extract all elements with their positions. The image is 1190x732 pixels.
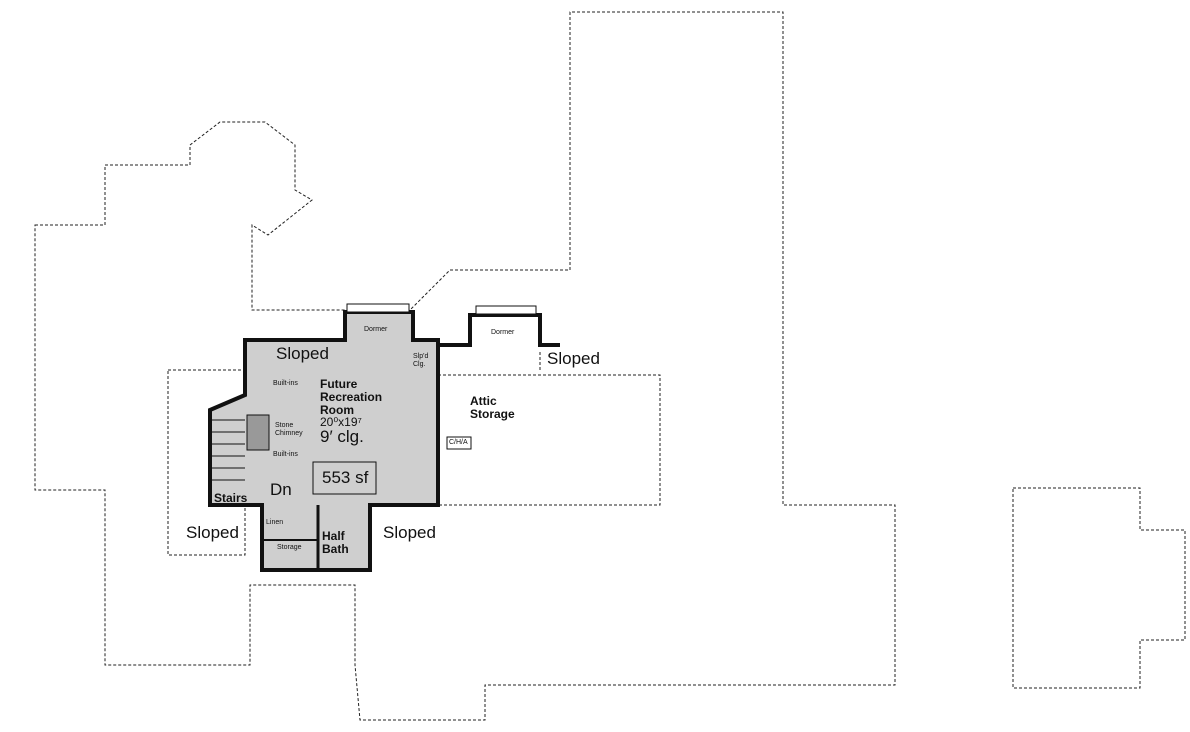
label-line: Storage: [470, 407, 515, 422]
label-line: Chimney: [275, 429, 303, 437]
area-box: [312, 461, 377, 495]
window-dormer-right: [475, 305, 537, 315]
dormer-label: Dormer: [364, 326, 388, 333]
label-line: Attic: [470, 394, 497, 408]
sloped-ceiling-label: Slp'd Clg.: [413, 353, 428, 368]
left-sloped-outline: [167, 369, 246, 556]
main-roof-outline: [34, 11, 896, 721]
chva-box: [446, 436, 472, 450]
chva-label: C/H/A: [449, 439, 468, 446]
room-name-line: Recreation: [320, 390, 383, 405]
attic-storage-label: Attic Storage: [470, 394, 515, 422]
sloped-label: Sloped: [383, 523, 436, 542]
chimney: [246, 414, 270, 451]
label-line: Half: [322, 529, 345, 543]
window-dormer-left: [346, 303, 410, 313]
half-bath-label: Half Bath: [322, 529, 349, 557]
room-name-line: Future: [320, 377, 358, 391]
stairs-label: Stairs: [214, 491, 248, 505]
builtins-label: Built-ins: [273, 380, 298, 387]
room-size: 20⁰x19⁷: [320, 415, 362, 429]
label-line: Clg.: [413, 360, 426, 368]
chimney-label: Stone Chimney: [275, 422, 303, 437]
room-name-line: Room: [320, 403, 354, 418]
right-dormer-wall: [438, 313, 560, 347]
linen-label: Linen: [266, 519, 284, 526]
sloped-label: Sloped: [186, 523, 239, 542]
garage-outline: [1012, 487, 1186, 689]
sloped-label: Sloped: [276, 344, 329, 363]
area: 553 sf: [322, 468, 369, 487]
storage-label: Storage: [277, 544, 302, 551]
down-label: Dn: [270, 480, 292, 499]
room-name: Future Recreation Room: [320, 377, 383, 418]
ceiling-height: 9′ clg.: [320, 427, 364, 446]
label-line: Bath: [322, 542, 349, 557]
dormer-label: Dormer: [491, 329, 515, 336]
sloped-label: Sloped: [547, 349, 600, 368]
label-line: Slp'd: [413, 353, 429, 360]
stair-treads: [212, 419, 245, 481]
label-line: Stone: [275, 422, 294, 429]
builtins-label: Built-ins: [273, 451, 298, 458]
